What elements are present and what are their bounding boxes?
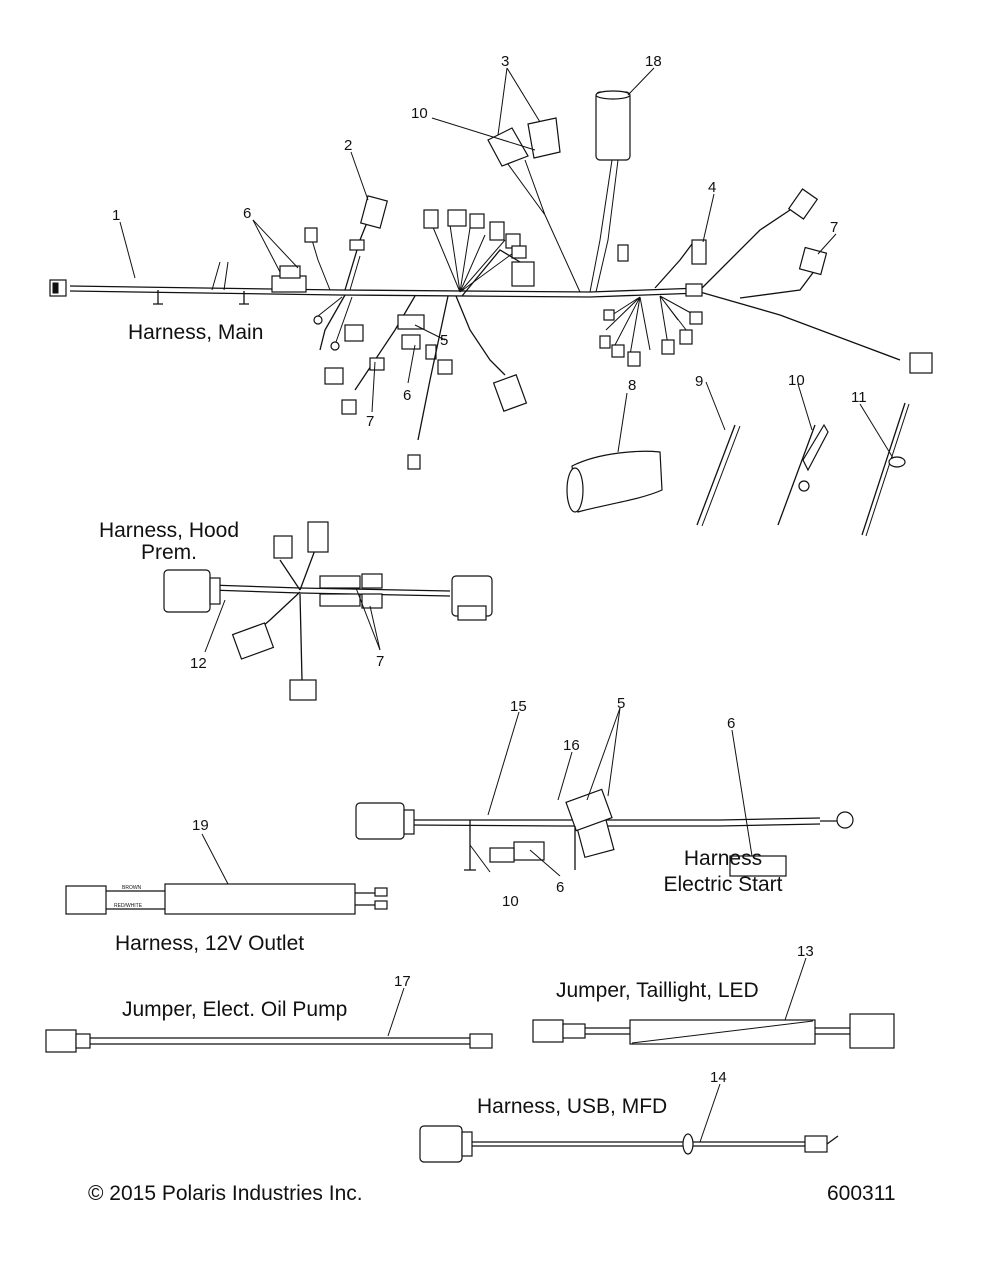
- item-18-module: [595, 91, 631, 161]
- harness-12v: BROWN RED/WHITE: [65, 883, 388, 915]
- jumper-oil-pump: [45, 1029, 493, 1053]
- callout-16: 16: [563, 737, 580, 754]
- small-parts: [566, 402, 910, 537]
- item-9-tie: [696, 424, 736, 526]
- callout-5-estart: 5: [617, 695, 625, 712]
- item-10-clip: [777, 424, 816, 526]
- callout-10-main: 10: [411, 105, 428, 122]
- callout-1: 1: [112, 207, 120, 224]
- callout-13: 13: [797, 943, 814, 960]
- label-jumper-taillight: Jumper, Taillight, LED: [556, 979, 759, 1002]
- callout-2: 2: [344, 137, 352, 154]
- callout-7-hood: 7: [376, 653, 384, 670]
- callout-6-main-left: 6: [243, 205, 251, 222]
- hood-harness: [163, 521, 493, 701]
- callout-7-right: 7: [830, 219, 838, 236]
- callout-10-clip: 10: [788, 372, 805, 389]
- estart-harness: [355, 788, 854, 877]
- label-harness-hood-line2: Prem.: [140, 541, 197, 564]
- callout-12: 12: [190, 655, 207, 672]
- label-jumper-oil-pump: Jumper, Elect. Oil Pump: [122, 998, 348, 1021]
- harness-usb: [419, 1125, 839, 1163]
- callout-6-estart-right: 6: [727, 715, 735, 732]
- label-harness-estart-line1: Harness: [683, 847, 763, 870]
- callout-9: 9: [695, 373, 703, 390]
- callout-5-main: 5: [440, 332, 448, 349]
- callout-10-estart: 10: [502, 893, 519, 910]
- callout-numbers: 1 2 3 4 5 5 6 6 6 6 7 7 7 8 9 10 10 10 1…: [112, 53, 867, 1086]
- callout-8: 8: [628, 377, 636, 394]
- item-8-sleeve: [571, 450, 663, 513]
- label-harness-estart-line2: Electric Start: [663, 873, 783, 896]
- main-harness: [49, 90, 933, 470]
- label-harness-usb: Harness, USB, MFD: [477, 1095, 668, 1118]
- label-harness-main: Harness, Main: [128, 321, 264, 344]
- label-harness-hood-line1: Harness, Hood: [98, 519, 240, 542]
- callout-17: 17: [394, 973, 411, 990]
- callout-15: 15: [510, 698, 527, 715]
- callout-19: 19: [192, 817, 209, 834]
- leader-lines: [119, 67, 894, 1143]
- callout-18: 18: [645, 53, 662, 70]
- brown-wire-tag: BROWN: [122, 885, 142, 891]
- item-11-tie: [861, 402, 906, 536]
- callout-6-estart-center: 6: [556, 879, 564, 896]
- copyright-text: © 2015 Polaris Industries Inc.: [88, 1182, 363, 1205]
- red-white-wire-tag: RED/WHITE: [114, 903, 143, 909]
- jumper-taillight: [532, 1013, 895, 1049]
- callout-14: 14: [710, 1069, 727, 1086]
- callout-11: 11: [851, 389, 867, 406]
- callout-7-main: 7: [366, 413, 374, 430]
- callout-6-main-center: 6: [403, 387, 411, 404]
- callout-3: 3: [501, 53, 509, 70]
- label-harness-12v: Harness, 12V Outlet: [115, 932, 305, 955]
- callout-4: 4: [708, 179, 716, 196]
- diagram-id: 600311: [827, 1182, 896, 1205]
